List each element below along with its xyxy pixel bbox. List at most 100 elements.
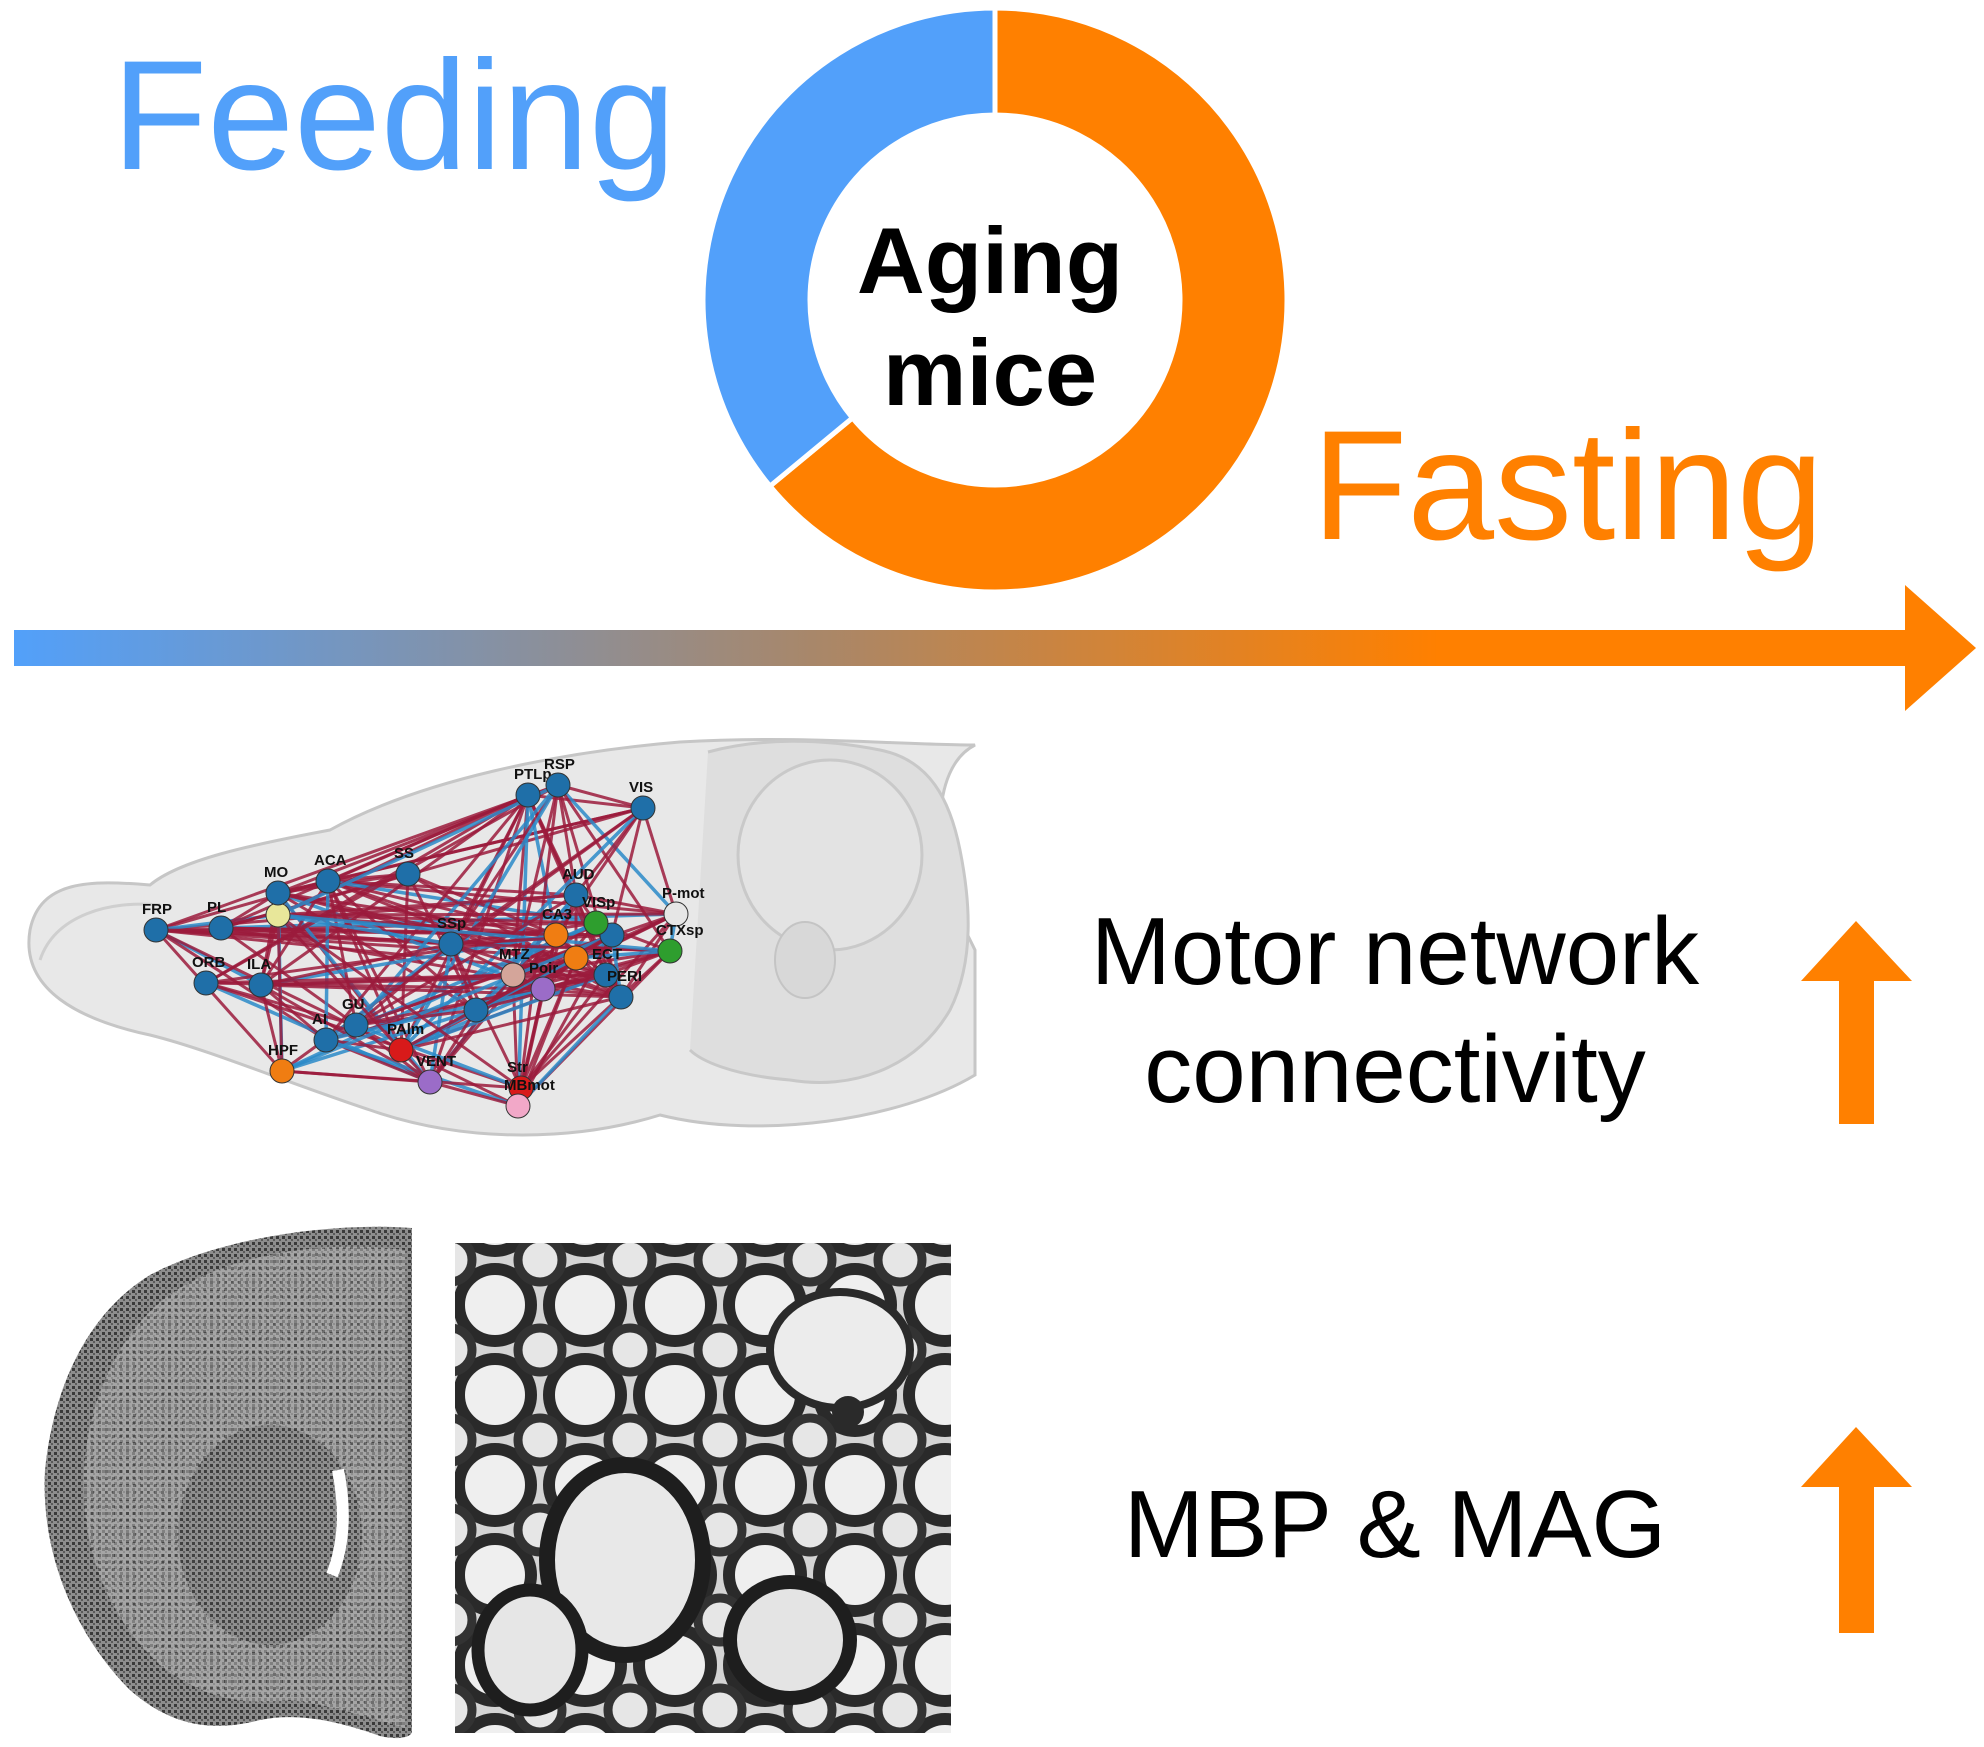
network-edge — [429, 1080, 519, 1108]
network-node-label: HPF — [268, 1042, 298, 1059]
network-edge — [400, 973, 607, 1052]
network-edge — [355, 1023, 522, 1090]
network-edge — [428, 974, 515, 1083]
network-edge — [324, 880, 330, 1041]
donut-label-line2: mice — [882, 320, 1098, 425]
network-node — [515, 782, 541, 808]
network-edge — [450, 921, 597, 946]
network-node — [563, 882, 589, 908]
donut-center-label: Aging mice — [780, 205, 1200, 429]
motor-label-line2: connectivity — [1144, 1016, 1646, 1123]
network-edge — [526, 794, 558, 936]
network-edge — [556, 783, 678, 916]
network-edge — [277, 783, 559, 917]
network-node — [313, 1027, 339, 1053]
timeline-arrow — [14, 585, 1976, 711]
network-node-label: GU — [342, 996, 365, 1013]
network-node-label: MBmot — [504, 1077, 555, 1094]
network-edge — [155, 783, 559, 932]
network-edge — [220, 926, 357, 1027]
network-node-label: CA3 — [542, 906, 572, 923]
network-edge — [557, 783, 644, 810]
network-edge — [277, 912, 677, 917]
network-node-label: ACA — [314, 852, 347, 869]
electron-micrograph-image — [455, 1243, 951, 1733]
network-edge — [277, 913, 522, 1090]
motor-network-label: Motor network connectivity — [1030, 893, 1760, 1129]
network-node-label: VENT — [416, 1053, 456, 1070]
network-edge — [154, 929, 284, 1072]
network-edge — [205, 783, 559, 985]
network-node — [630, 795, 656, 821]
donut-chart — [700, 5, 1290, 595]
network-node-label: VISp — [582, 894, 615, 911]
network-edge — [355, 893, 577, 1027]
network-node — [193, 970, 219, 996]
network-node — [583, 910, 609, 936]
network-node — [343, 1012, 369, 1038]
network-node-label: PTLp — [514, 766, 552, 783]
coronal-section-image — [44, 1226, 413, 1739]
network-node — [608, 984, 634, 1010]
network-edge — [260, 942, 452, 987]
network-edge — [260, 973, 607, 987]
network-edge — [516, 934, 614, 1107]
network-node-label: Str — [507, 1059, 528, 1076]
network-node-label: VIS — [629, 779, 653, 796]
donut-label-line1: Aging — [856, 208, 1124, 313]
network-edge — [516, 995, 623, 1108]
network-edge — [450, 933, 613, 946]
network-edge — [277, 913, 452, 946]
network-edge — [475, 933, 613, 1012]
network-edge — [281, 1069, 522, 1090]
network-node — [505, 1093, 531, 1119]
network-edge — [542, 987, 622, 999]
motor-increase-arrow — [1801, 921, 1912, 1124]
network-edge — [399, 784, 560, 1051]
network-edge — [450, 942, 671, 953]
network-edge — [519, 974, 608, 1089]
network-edge — [450, 942, 622, 999]
network-node — [463, 997, 489, 1023]
network-edge — [407, 872, 557, 937]
network-node — [143, 917, 169, 943]
network-edge — [449, 784, 560, 945]
network-node-label: AUD — [562, 866, 595, 883]
network-node — [657, 938, 683, 964]
network-edge — [326, 880, 358, 1026]
network-edge — [277, 891, 544, 991]
network-node — [545, 772, 571, 798]
network-node-label: PAlm — [387, 1021, 424, 1038]
network-node-label: ILA — [247, 956, 271, 973]
network-edge — [641, 807, 678, 915]
network-node — [500, 962, 526, 988]
network-node-label: PL — [207, 899, 226, 916]
network-node — [265, 880, 291, 906]
network-node-label: MO — [264, 864, 288, 881]
network-node-label: CTXsp — [656, 922, 704, 939]
motor-label-line1: Motor network — [1090, 898, 1700, 1005]
donut-segment-fasting — [766, 5, 1290, 595]
network-edge — [205, 981, 522, 1090]
network-edge — [575, 893, 677, 916]
network-edge — [575, 912, 677, 960]
network-edge — [260, 933, 557, 987]
network-node — [208, 915, 234, 941]
network-node-label: P-mot — [662, 885, 705, 902]
network-node-label: RSP — [544, 756, 575, 773]
network-edge — [575, 949, 671, 960]
network-edge — [276, 914, 284, 1072]
network-edge — [511, 784, 560, 976]
network-node — [388, 1037, 414, 1063]
network-edge — [516, 794, 530, 1107]
network-edge — [519, 949, 672, 1090]
network-edge — [327, 793, 529, 883]
network-node — [530, 976, 556, 1002]
network-node — [543, 922, 569, 948]
network-edge — [428, 1009, 478, 1083]
network-node — [563, 945, 589, 971]
network-node — [248, 972, 274, 998]
network-edge — [260, 983, 327, 1042]
